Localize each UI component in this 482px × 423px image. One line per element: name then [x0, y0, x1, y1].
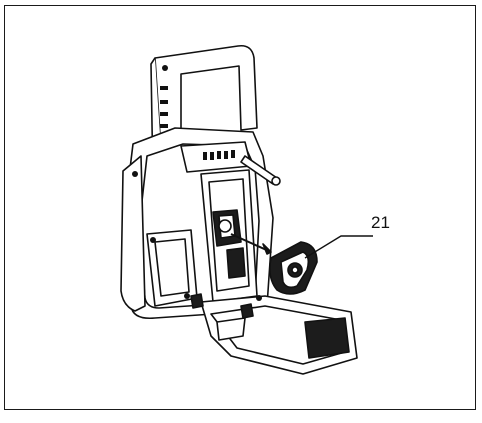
callout-leader-21: [304, 235, 373, 259]
figure-frame: [4, 5, 476, 410]
device-illustration: [120, 44, 373, 375]
callout-label-21: 21: [371, 213, 390, 232]
battery-pack: [269, 241, 318, 295]
